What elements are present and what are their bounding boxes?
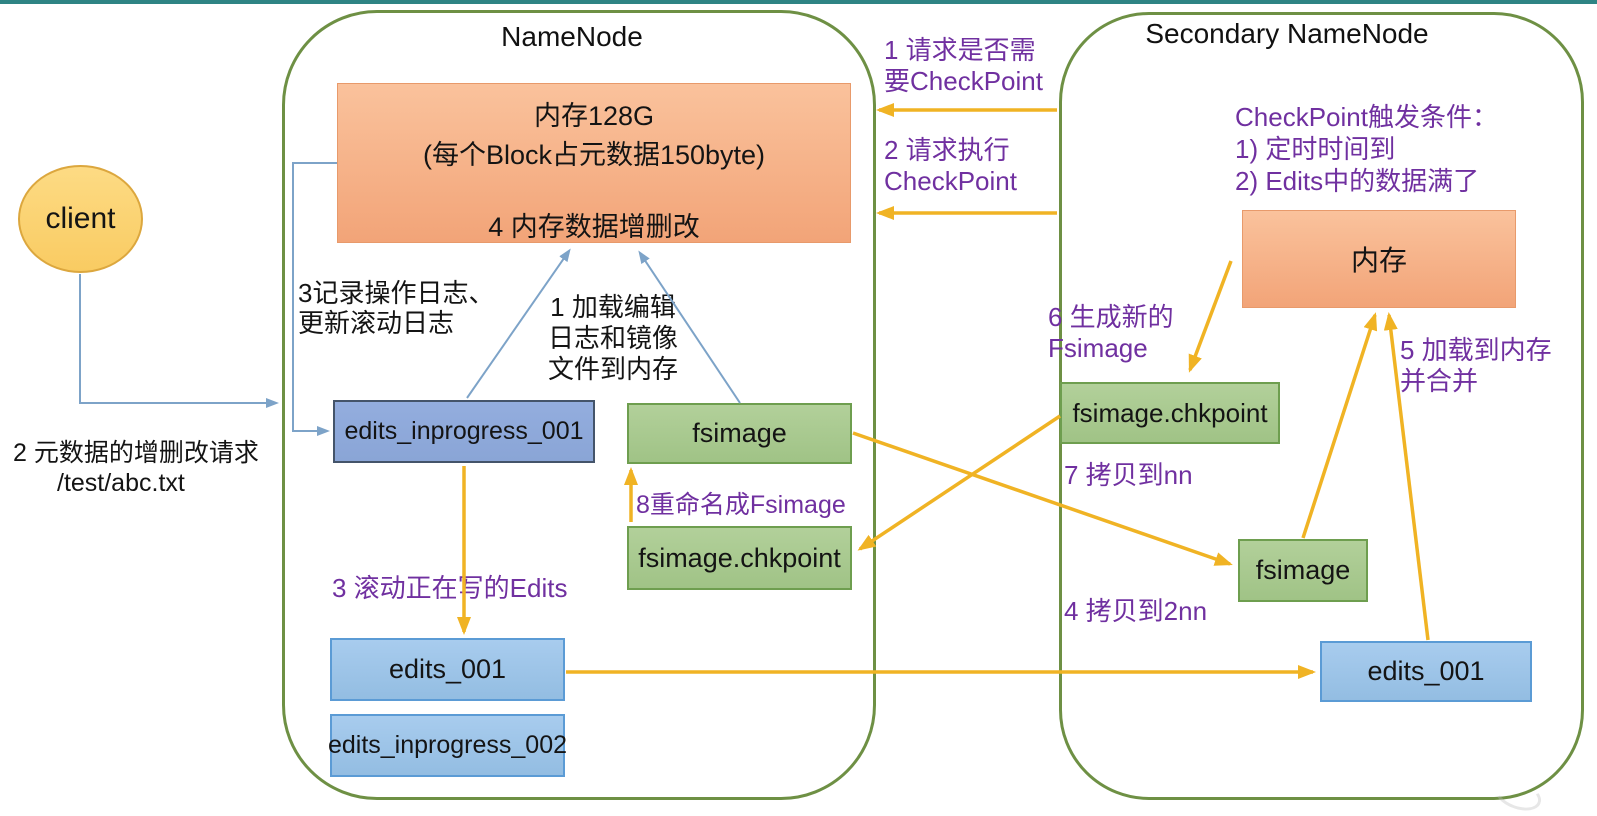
namenode-edits-inprogress-002-box: edits_inprogress_002: [328, 714, 567, 777]
top-accent-bar: [0, 0, 1597, 4]
label-record-log: 3记录操作日志、 更新滚动日志: [298, 278, 495, 338]
label-roll-edits: 3 滚动正在写的Edits: [332, 573, 568, 603]
label-checkpoint-triggers: CheckPoint触发条件： 1) 定时时间到 2) Edits中的数据满了: [1235, 102, 1498, 196]
client-node: client: [18, 165, 143, 273]
client-request-path: /test/abc.txt: [57, 469, 185, 497]
secondary-edits-001-box: edits_001: [1320, 641, 1532, 702]
label-generate-fsimage: 6 生成新的 Fsimage: [1048, 302, 1174, 363]
label-copy-to-nn: 7 拷贝到nn: [1064, 460, 1193, 490]
label-execute-checkpoint: 2 请求执行 CheckPoint: [884, 135, 1017, 196]
secondary-memory-box: 内存: [1242, 210, 1516, 308]
namenode-memory-line1: 内存128G: [533, 101, 655, 131]
secondary-fsimage-chkpoint-box: fsimage.chkpoint: [1060, 382, 1280, 444]
arrow-copy-chkpoint-to-nn: [857, 414, 1061, 551]
label-copy-to-2nn: 4 拷贝到2nn: [1064, 596, 1208, 626]
namenode-container: [282, 10, 876, 800]
secondary-namenode-title: Secondary NameNode: [1145, 18, 1429, 49]
label-load-and-merge: 5 加载到内存 并合并: [1400, 335, 1552, 396]
namenode-memory-line2: (每个Block占元数据150byte): [422, 140, 766, 170]
namenode-memory-line3: 4 内存数据增删改: [488, 212, 700, 242]
namenode-edits-001-box: edits_001: [330, 638, 565, 701]
label-request-checkpoint: 1 请求是否需 要CheckPoint: [884, 35, 1043, 96]
namenode-title: NameNode: [501, 21, 643, 52]
namenode-memory-box: 内存128G (每个Block占元数据150byte) 4 内存数据增删改: [337, 83, 851, 243]
client-label: client: [45, 202, 116, 235]
namenode-edits-inprogress-001-box: edits_inprogress_001: [333, 400, 595, 463]
namenode-fsimage-box: fsimage: [627, 403, 852, 464]
secondary-fsimage-box: fsimage: [1238, 539, 1368, 602]
line-client-request: [79, 274, 279, 408]
label-rename-fsimage: 8重命名成Fsimage: [636, 491, 846, 519]
namenode-fsimage-chkpoint-box: fsimage.chkpoint: [627, 526, 852, 590]
client-request-label: 2 元数据的增删改请求: [13, 439, 259, 467]
label-load-to-memory: 1 加载编辑 日志和镜像 文件到内存: [547, 292, 678, 384]
